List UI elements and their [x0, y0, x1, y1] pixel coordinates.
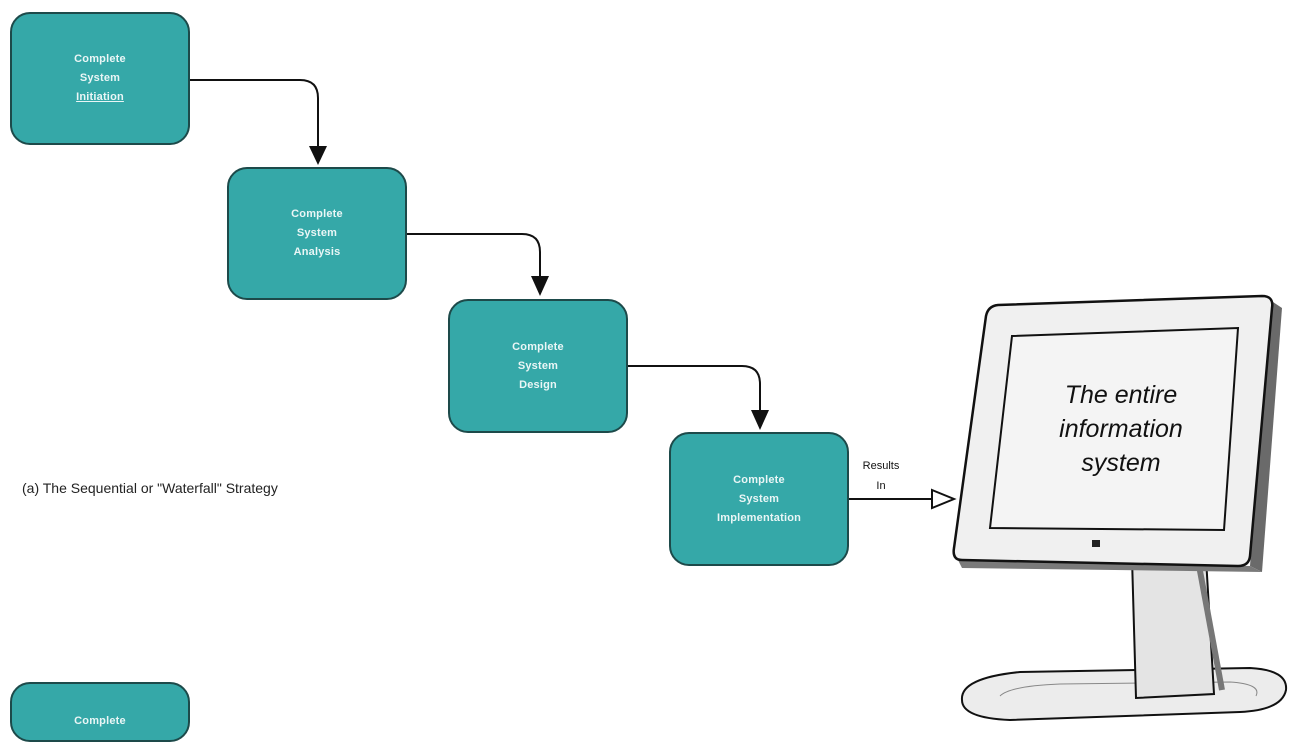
- arrowhead-implementation: [751, 410, 769, 430]
- results-line: Results: [862, 460, 900, 472]
- box-line: Initiation: [76, 91, 124, 103]
- box-line: Complete: [733, 473, 785, 486]
- box-line: Design: [519, 378, 557, 391]
- process-box-implementation: Complete System Implementation: [669, 432, 849, 566]
- arrowhead-analysis: [309, 146, 327, 165]
- arrowhead-design: [531, 276, 549, 296]
- screen-line: system: [1081, 449, 1161, 477]
- arrow-analysis-to-design: [406, 233, 541, 278]
- screen-line: information: [1059, 415, 1183, 443]
- screen-line: The entire: [1064, 381, 1178, 409]
- results-line: In: [876, 480, 886, 492]
- box-line: Analysis: [293, 246, 341, 258]
- monitor-icon: [952, 294, 1288, 722]
- box-line: System: [296, 227, 338, 239]
- box-line: System: [738, 492, 780, 505]
- box-line: Complete: [291, 208, 343, 220]
- arrow-initiation-to-analysis: [190, 79, 319, 148]
- results-label: Results In: [858, 456, 904, 496]
- process-box-initiation: Complete System Initiation: [10, 12, 190, 145]
- arrowhead-results: [931, 488, 957, 510]
- box-line: Complete: [74, 715, 126, 727]
- box-line: Complete: [512, 340, 564, 353]
- box-line: System: [79, 72, 121, 84]
- process-box-analysis: Complete System Analysis: [227, 167, 407, 300]
- process-box-design: Complete System Design: [448, 299, 628, 433]
- box-line: System: [517, 359, 559, 372]
- box-line: Complete: [74, 53, 126, 65]
- monitor-screen-text: The entire information system: [1008, 378, 1234, 480]
- box-line: Implementation: [716, 511, 802, 524]
- arrow-design-to-implementation: [628, 365, 761, 412]
- figure-caption: (a) The Sequential or "Waterfall" Strate…: [22, 480, 278, 496]
- process-box-partial: Complete: [10, 682, 190, 742]
